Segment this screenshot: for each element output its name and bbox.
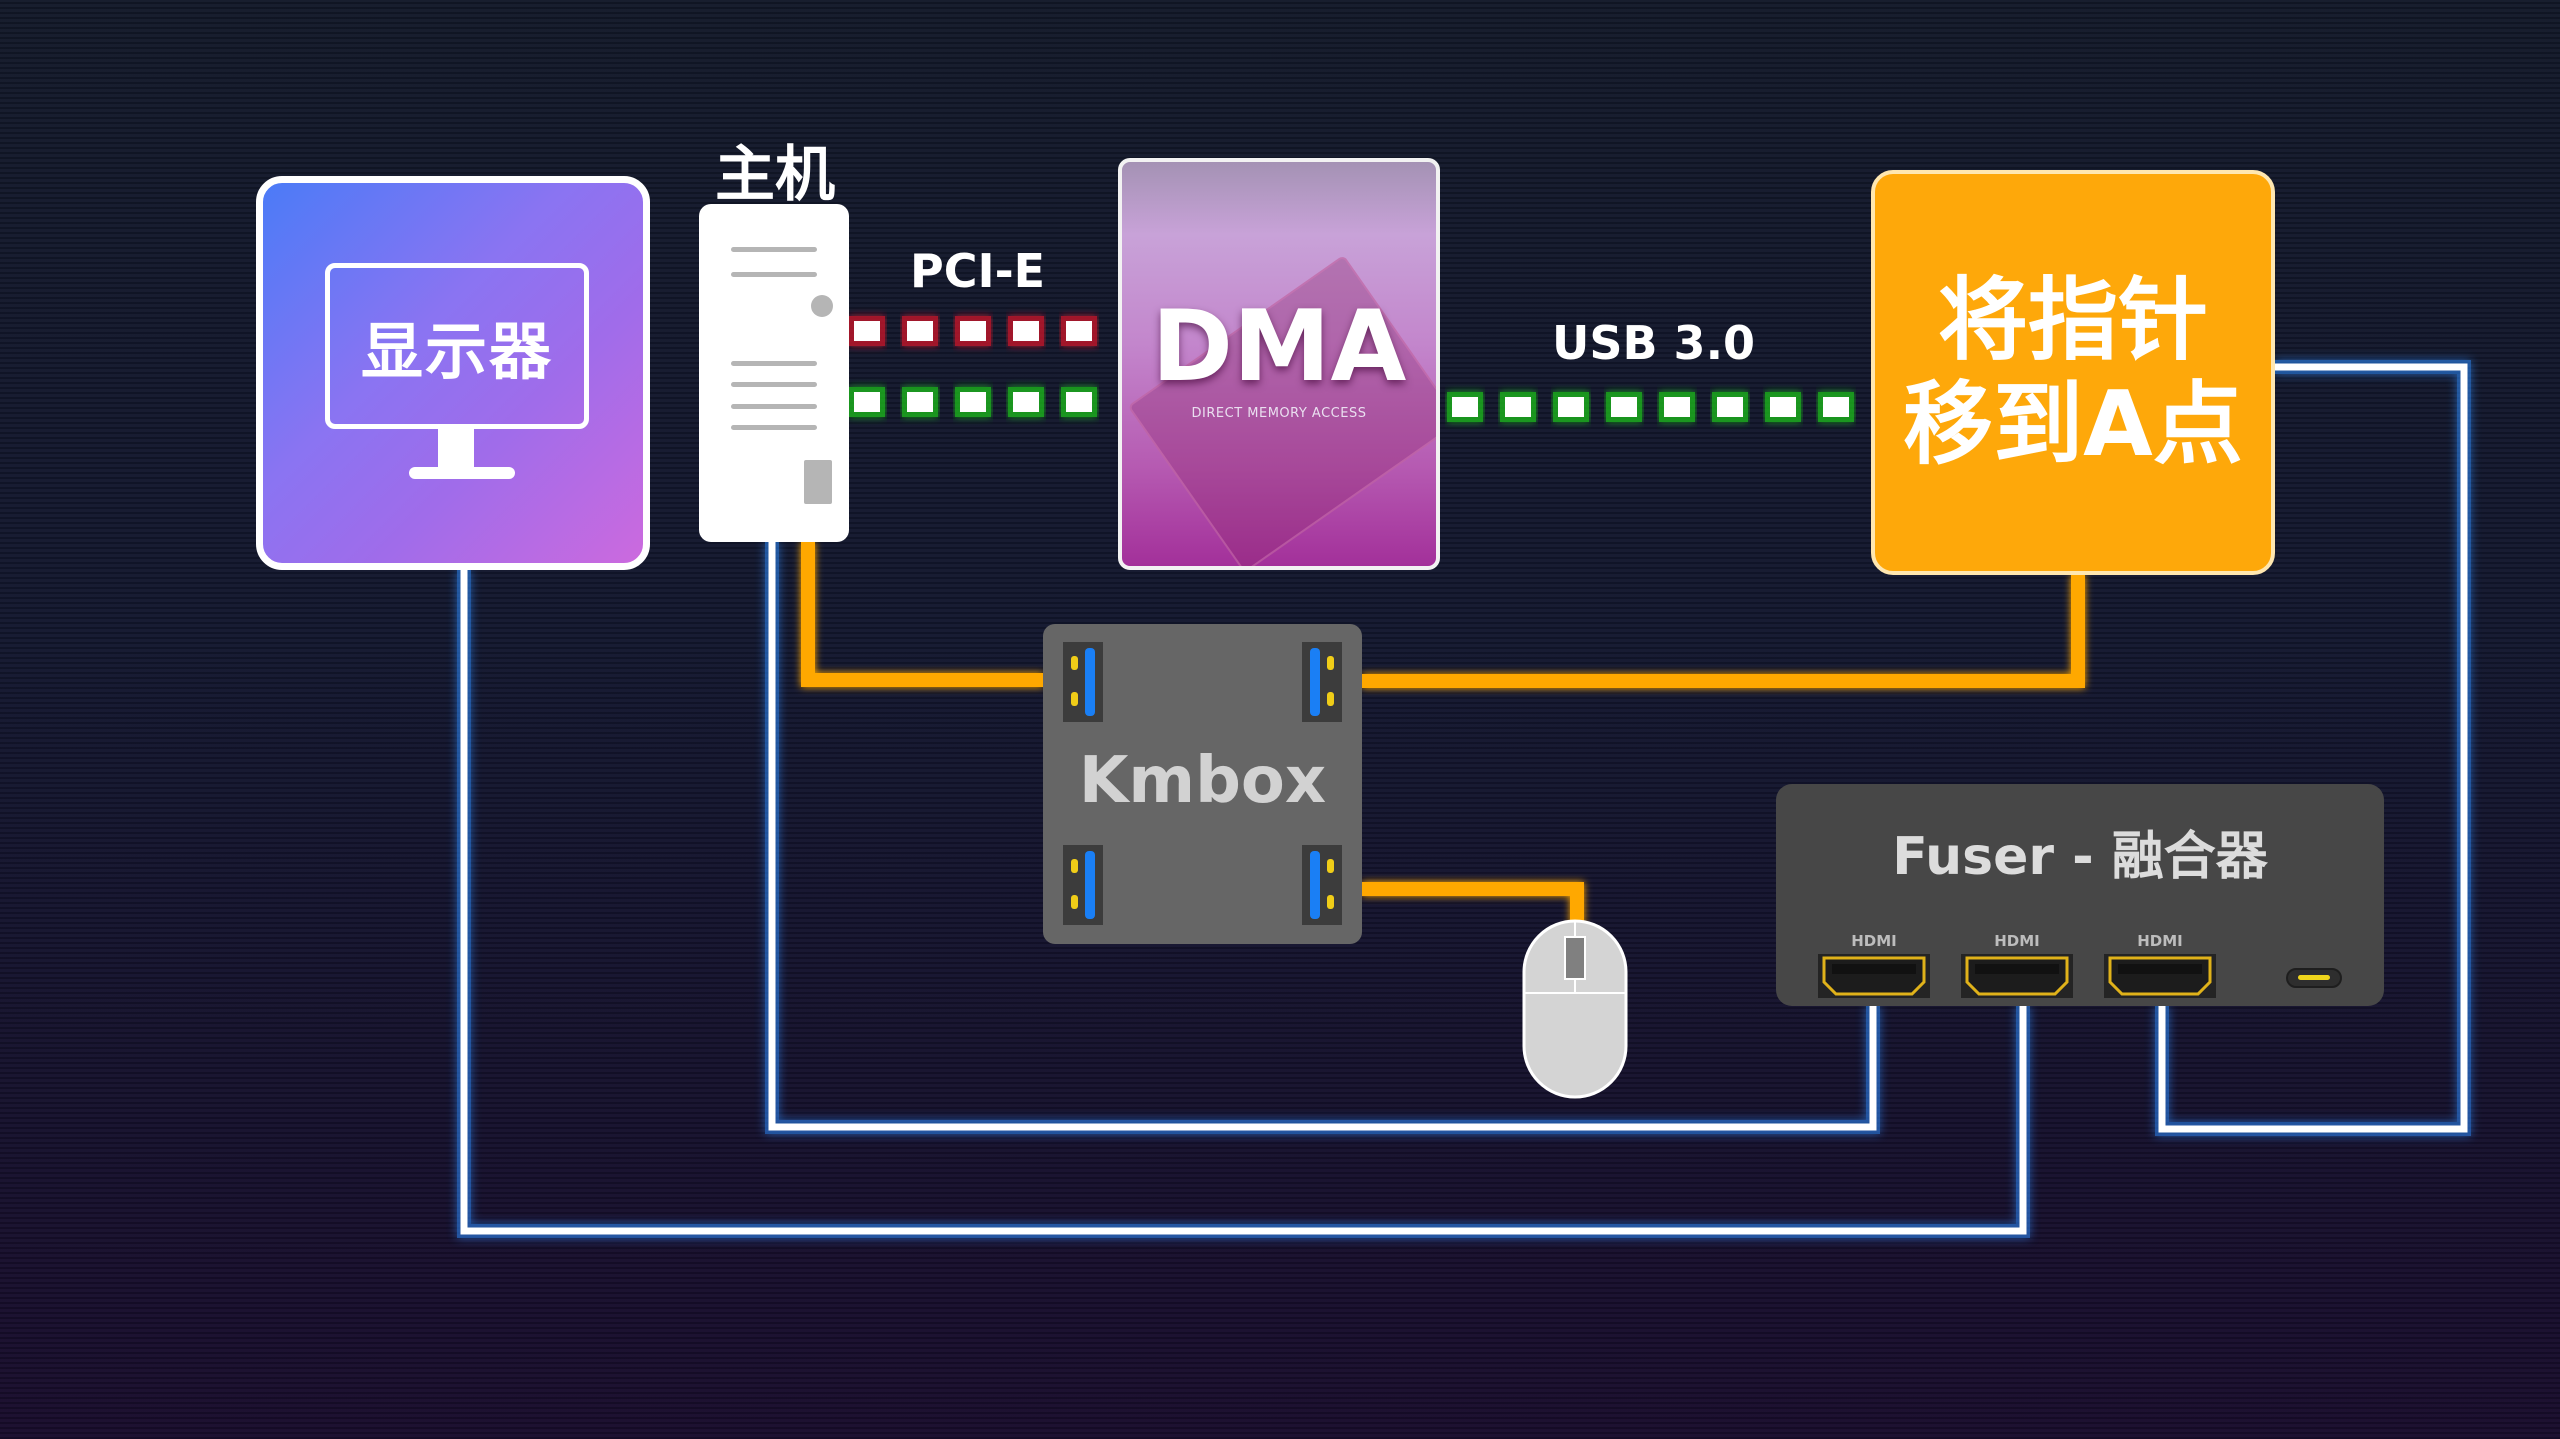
hdmi-port-icon <box>1961 954 2073 998</box>
usb-c-port-icon <box>2286 968 2342 988</box>
usb-port-icon <box>1302 642 1342 722</box>
pcie-dash-red <box>907 321 933 341</box>
hdmi-port-1: HDMI <box>1818 932 1930 998</box>
tower-vent-line <box>731 382 817 387</box>
usb-port-icon <box>1063 642 1103 722</box>
wire-monitor-to-fuser <box>457 570 2030 1238</box>
pc-tower-icon <box>699 204 849 542</box>
usb-dash-green <box>1505 397 1531 417</box>
hdmi-port-icon <box>2104 954 2216 998</box>
wire-host-to-fuser <box>765 542 1880 1134</box>
tower-vent-line <box>731 247 817 252</box>
action-node: 将指针 移到A点 <box>1871 170 2275 575</box>
power-button-icon <box>811 295 833 317</box>
pcie-dash-green <box>854 392 880 412</box>
drive-slot-icon <box>804 460 832 504</box>
wire-kmbox-to-mouse <box>1362 882 1584 925</box>
pcie-dash-red <box>854 321 880 341</box>
usb-link-label: USB 3.0 <box>1552 316 1756 370</box>
hdmi-port-label: HDMI <box>1994 932 2040 950</box>
hdmi-port-2: HDMI <box>1961 932 2073 998</box>
usb-dash-green <box>1717 397 1743 417</box>
action-text-line-1: 将指针 <box>1938 267 2208 373</box>
usb-port-icon <box>1063 845 1103 925</box>
wire-host-to-kmbox <box>801 542 1043 687</box>
pcie-dash-green <box>907 392 933 412</box>
monitor-label: 显示器 <box>360 315 553 388</box>
pcie-dash-green <box>960 392 986 412</box>
tower-vent-line <box>731 272 817 277</box>
pcie-link-label: PCI-E <box>910 244 1046 298</box>
tower-vent-line <box>731 425 817 430</box>
tower-vent-line <box>731 361 817 366</box>
monitor-stand-neck <box>438 429 474 471</box>
hdmi-port-label: HDMI <box>2137 932 2183 950</box>
wire-action-to-fuser <box>2155 360 2471 1136</box>
monitor-node: 显示器 <box>256 176 650 570</box>
usb-dash-green <box>1558 397 1584 417</box>
mouse-icon <box>1522 919 1628 1099</box>
monitor-stand-base <box>409 467 515 479</box>
kmbox-node: Kmbox <box>1043 624 1362 944</box>
pcie-dash-red <box>960 321 986 341</box>
usb-dash-green <box>1452 397 1478 417</box>
action-text-line-2: 移到A点 <box>1903 371 2243 477</box>
hdmi-port-icon <box>1818 954 1930 998</box>
hdmi-port-label: HDMI <box>1851 932 1897 950</box>
tower-vent-line <box>731 404 817 409</box>
usb-dash-green <box>1823 397 1849 417</box>
hdmi-port-3: HDMI <box>2104 932 2216 998</box>
pcie-dash-red <box>1066 321 1092 341</box>
pcie-dash-green <box>1013 392 1039 412</box>
wire-kmbox-to-action <box>1362 575 2085 688</box>
usb-port-icon <box>1302 845 1342 925</box>
dma-subtitle: DIRECT MEMORY ACCESS <box>1191 406 1367 421</box>
usb-dash-green <box>1770 397 1796 417</box>
usb-dash-green <box>1611 397 1637 417</box>
pcie-dash-green <box>1066 392 1092 412</box>
host-label: 主机 <box>715 140 835 210</box>
fuser-node: Fuser - 融合器 HDMI HDMI HDMI <box>1776 784 2384 1006</box>
dma-title: DMA <box>1151 290 1407 404</box>
kmbox-label: Kmbox <box>1078 744 1327 818</box>
monitor-icon: 显示器 <box>325 263 589 429</box>
pcie-dash-red <box>1013 321 1039 341</box>
fuser-label: Fuser - 融合器 <box>1892 827 2268 887</box>
usb-dash-green <box>1664 397 1690 417</box>
dma-node: DMA DIRECT MEMORY ACCESS <box>1118 158 1440 570</box>
